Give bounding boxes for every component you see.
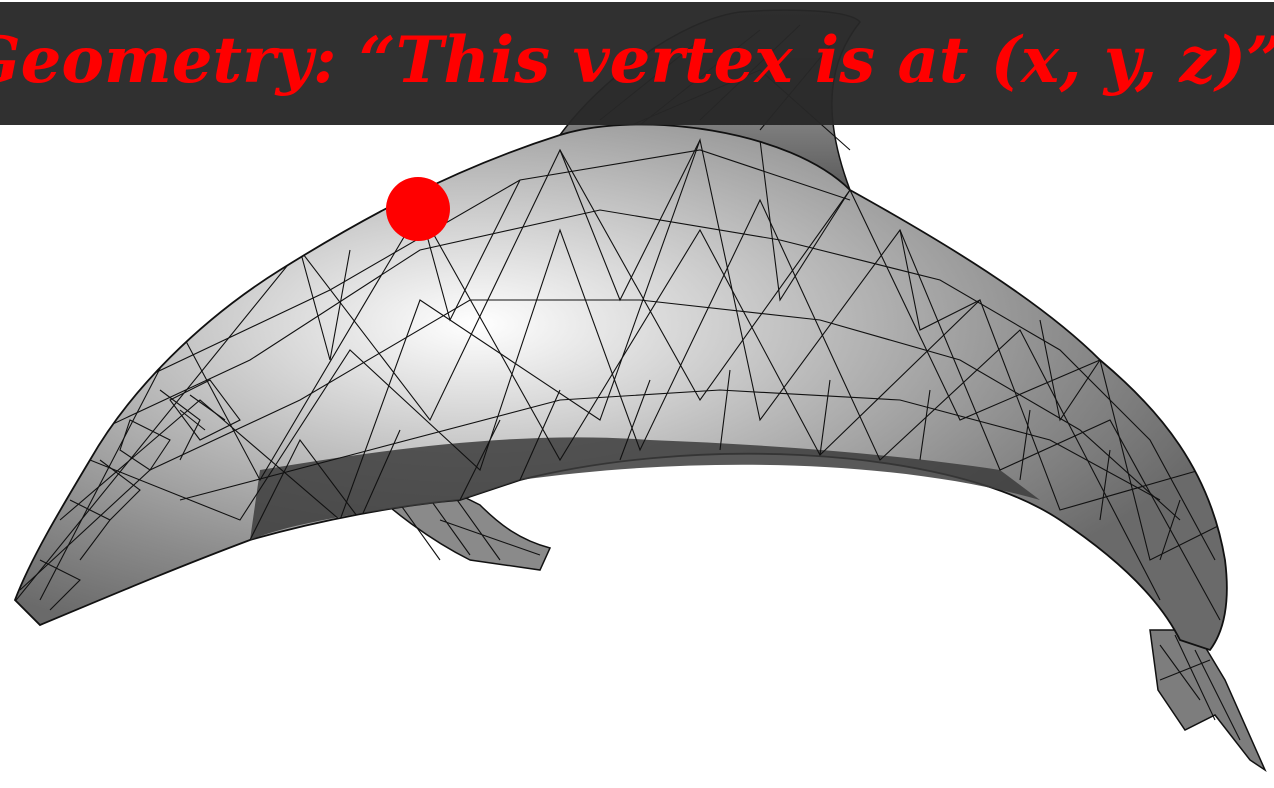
caption-banner: Geometry: “This vertex is at (x, y, z)” xyxy=(0,2,1274,125)
vertex-marker xyxy=(386,177,450,241)
dolphin-body xyxy=(0,124,1230,650)
caption-text: Geometry: “This vertex is at (x, y, z)” xyxy=(0,18,1274,104)
tail-fluke xyxy=(1150,630,1265,770)
